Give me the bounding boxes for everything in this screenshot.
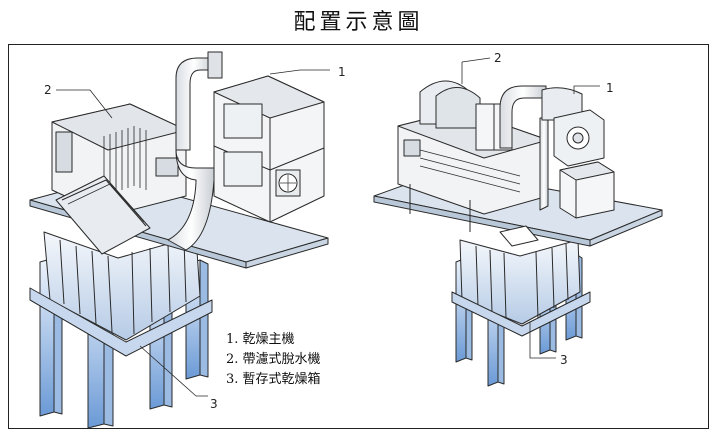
right-leader-lines bbox=[461, 57, 600, 359]
left-callout-3: 3 bbox=[210, 397, 218, 411]
right-callout-2: 2 bbox=[494, 51, 502, 65]
right-assembly bbox=[373, 57, 663, 387]
left-assembly bbox=[29, 51, 330, 429]
left-belt-filter-press bbox=[51, 103, 187, 255]
legend-item-2: 2. 帶濾式脫水機 bbox=[226, 350, 321, 370]
legend-label: 暫存式乾燥箱 bbox=[242, 372, 321, 387]
legend-num: 1. bbox=[226, 332, 239, 347]
legend-num: 3. bbox=[226, 372, 239, 387]
legend-label: 乾燥主機 bbox=[242, 332, 295, 347]
left-ducting bbox=[167, 51, 223, 251]
right-callout-3: 3 bbox=[560, 353, 568, 367]
left-storage-dryer-bin bbox=[29, 231, 213, 357]
left-leader-lines bbox=[56, 69, 330, 397]
legend: 1. 乾燥主機 2. 帶濾式脫水機 3. 暫存式乾燥箱 bbox=[226, 330, 321, 390]
right-storage-dryer-bin bbox=[451, 239, 591, 337]
legend-num: 2. bbox=[226, 352, 239, 367]
left-callout-2: 2 bbox=[44, 83, 52, 97]
left-main-dryer-unit bbox=[213, 75, 325, 223]
right-main-dryer-unit bbox=[541, 87, 615, 219]
legend-label: 帶濾式脫水機 bbox=[242, 352, 321, 367]
left-callout-1: 1 bbox=[338, 65, 346, 79]
legend-item-1: 1. 乾燥主機 bbox=[226, 330, 321, 350]
diagram-title: 配置示意圖 bbox=[293, 10, 424, 35]
right-callout-1: 1 bbox=[606, 81, 614, 95]
legend-item-3: 3. 暫存式乾燥箱 bbox=[226, 370, 321, 390]
